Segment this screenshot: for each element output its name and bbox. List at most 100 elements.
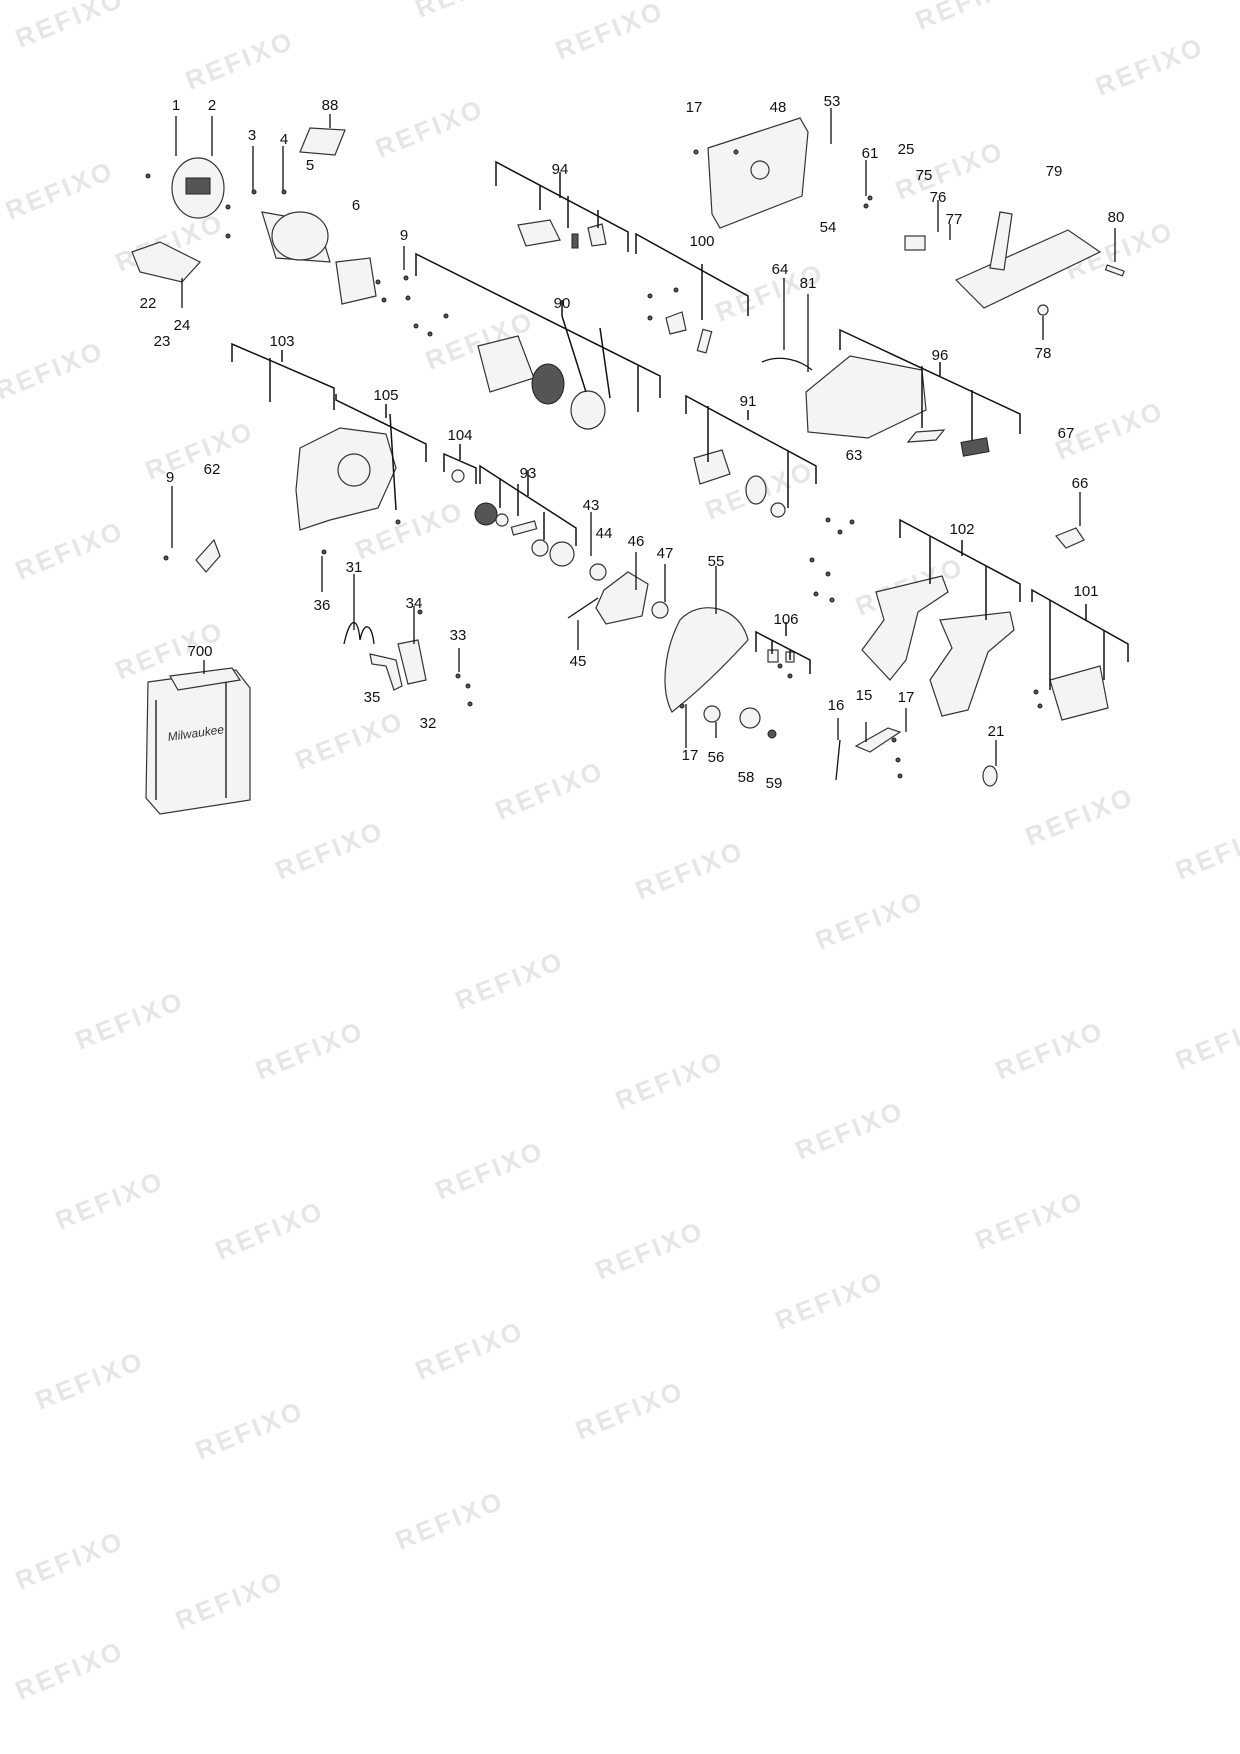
- part-number-label: 59: [766, 775, 783, 792]
- part-number-label: 67: [1058, 425, 1075, 442]
- part-disc: [703, 705, 721, 723]
- part-number-label: 4: [280, 131, 288, 148]
- part-washer-disc: [739, 707, 761, 729]
- watermark-text: REFIXO: [811, 885, 929, 956]
- part-o-ring: [651, 601, 669, 619]
- part-motor-brush-ring: [531, 363, 565, 405]
- part-number-label: 62: [204, 461, 221, 478]
- part-battery-pack: [805, 355, 927, 439]
- part-base-fence: [989, 211, 1013, 271]
- part-number-label: 15: [856, 687, 873, 704]
- part-brush-a: [767, 649, 779, 663]
- part-terminal-block: [1049, 665, 1109, 721]
- part-number-label: 17: [898, 689, 915, 706]
- part-number-label: 64: [772, 261, 789, 278]
- group-brackets: [231, 160, 1129, 690]
- part-screws: [145, 149, 1043, 779]
- watermark-text: REFIXO: [1171, 1005, 1240, 1076]
- part-brush-holder: [696, 328, 713, 354]
- part-number-label: 33: [450, 627, 467, 644]
- part-latch: [131, 241, 201, 283]
- watermark-text: REFIXO: [611, 1045, 729, 1116]
- part-gear: [474, 502, 498, 526]
- part-number-label: 54: [820, 219, 837, 236]
- part-motor-stator: [477, 335, 535, 393]
- watermark-text: REFIXO: [1, 155, 119, 226]
- part-blade-guard: [664, 607, 749, 713]
- watermark-text: REFIXO: [591, 1215, 709, 1286]
- watermark-text: REFIXO: [251, 1015, 369, 1086]
- part-motor-housing-ring: [271, 211, 329, 261]
- part-number-label: 88: [322, 97, 339, 114]
- leader-lines: [171, 108, 1116, 766]
- part-number-label: 63: [846, 447, 863, 464]
- part-flange: [549, 541, 575, 567]
- part-number-label: 25: [898, 141, 915, 158]
- part-battery-plate: [960, 437, 990, 457]
- watermark-text: REFIXO: [491, 755, 609, 826]
- part-handle-right: [929, 611, 1015, 717]
- watermark-text: REFIXO: [171, 1565, 289, 1636]
- watermark-text: REFIXO: [551, 0, 669, 66]
- part-bracket: [397, 639, 427, 685]
- part-number-label: 17: [686, 99, 703, 116]
- part-bearing: [770, 502, 786, 518]
- part-link: [369, 653, 403, 691]
- watermark-text: REFIXO: [971, 1185, 1089, 1256]
- part-bearing-104: [451, 469, 465, 483]
- part-number-label: 76: [930, 189, 947, 206]
- part-number-label: 90: [554, 295, 571, 312]
- part-seal: [589, 563, 607, 581]
- watermark-text: REFIXO: [181, 25, 299, 96]
- watermark-text: REFIXO: [51, 1165, 169, 1236]
- watermark-text: REFIXO: [411, 1315, 529, 1386]
- part-clip: [665, 311, 687, 335]
- part-number-label: 24: [174, 317, 191, 334]
- part-ring-21: [982, 765, 998, 787]
- part-end-plate: [335, 257, 377, 305]
- part-bearing-small: [495, 513, 509, 527]
- part-knob: [904, 235, 926, 251]
- watermark-text: REFIXO: [391, 1485, 509, 1556]
- watermark-text: REFIXO: [1091, 31, 1209, 102]
- watermark-text: REFIXO: [1171, 815, 1240, 886]
- watermark-text: REFIXO: [191, 1395, 309, 1466]
- part-number-label: 102: [949, 521, 974, 538]
- part-number-label: 35: [364, 689, 381, 706]
- watermark-text: REFIXO: [271, 815, 389, 886]
- part-number-label: 45: [570, 653, 587, 670]
- part-number-label: 80: [1108, 209, 1125, 226]
- part-armature: [693, 449, 731, 485]
- part-number-label: 94: [552, 161, 569, 178]
- part-number-label: 700: [187, 643, 212, 660]
- part-number-label: 100: [689, 233, 714, 250]
- part-number-label: 9: [166, 469, 174, 486]
- watermark-text: REFIXO: [431, 1135, 549, 1206]
- part-number-label: 5: [306, 157, 314, 174]
- part-washer: [1037, 304, 1049, 316]
- watermark-text: REFIXO: [291, 705, 409, 776]
- part-wire: [761, 357, 813, 371]
- part-gear-housing-bore: [337, 453, 371, 487]
- watermark-text: REFIXO: [911, 0, 1029, 36]
- part-lower-guard: [595, 571, 649, 625]
- part-number-label: 56: [708, 749, 725, 766]
- part-number-label: 101: [1073, 583, 1098, 600]
- watermark-text: REFIXO: [371, 93, 489, 164]
- part-number-label: 3: [248, 127, 256, 144]
- part-rear-cap-vent: [185, 177, 211, 195]
- part-number-label: 36: [314, 597, 331, 614]
- part-number-label: 21: [988, 723, 1005, 740]
- part-number-label: 46: [628, 533, 645, 550]
- part-number-label: 103: [269, 333, 294, 350]
- watermark-text: REFIXO: [631, 835, 749, 906]
- part-number-label: 2: [208, 97, 216, 114]
- part-label-sheet: [299, 127, 346, 156]
- watermark-text: REFIXO: [0, 335, 109, 406]
- part-number-label: 48: [770, 99, 787, 116]
- part-number-label: 104: [447, 427, 472, 444]
- watermark-text: REFIXO: [451, 945, 569, 1016]
